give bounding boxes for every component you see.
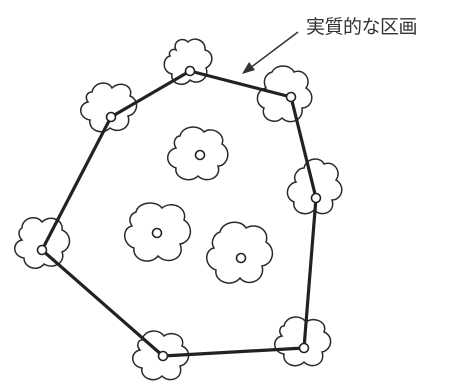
blob-node-top	[163, 38, 213, 85]
node-top-right	[285, 91, 297, 103]
node-right	[310, 192, 322, 204]
boundary-nodes	[36, 65, 322, 362]
node-bottom-right	[298, 342, 310, 354]
annotation-arrow	[242, 31, 299, 74]
blob-node-bottom-right	[274, 316, 332, 367]
node-interior-right	[235, 252, 247, 264]
blob-interior-right	[206, 221, 274, 284]
interior-nodes	[151, 149, 247, 264]
annotation-label: 実質的な区画	[306, 16, 418, 38]
blob-node-top-left	[80, 82, 138, 133]
partition-boundary	[40, 69, 318, 358]
node-top	[184, 65, 196, 77]
arrow-head	[242, 62, 255, 74]
arrow-shaft	[249, 31, 299, 69]
node-interior-left	[151, 227, 163, 239]
blob-node-left	[14, 217, 71, 269]
node-top-left	[105, 111, 117, 123]
node-bottom-left	[157, 350, 169, 362]
node-interior-top	[194, 149, 206, 161]
node-left	[36, 244, 48, 256]
